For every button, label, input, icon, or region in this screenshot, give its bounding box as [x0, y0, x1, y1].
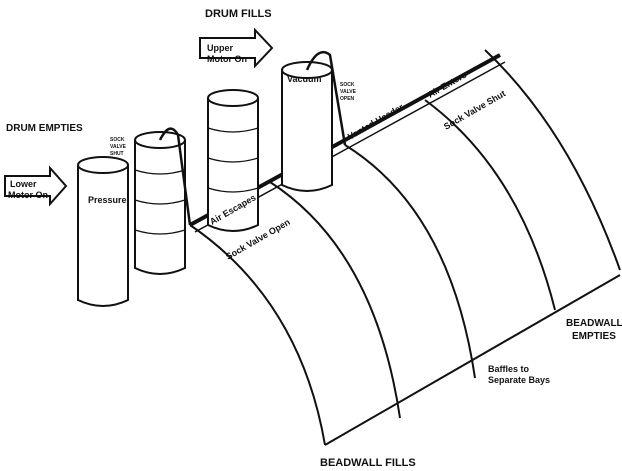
lower-motor-arrow: [4, 165, 68, 207]
panel-edge-1: [189, 224, 326, 446]
label-sock-valve-shut-small-3: SHUT: [110, 151, 124, 157]
panel-edge-3: [344, 144, 476, 379]
label-upper-motor-1: Upper: [207, 43, 234, 53]
drum-upper-2-top: [207, 89, 259, 107]
drum-lower-2: [134, 140, 186, 275]
drums: [77, 61, 333, 307]
hose-upper: [305, 50, 347, 146]
label-sock-valve-shut: Sock Valve Shut: [442, 88, 507, 131]
drum-vacuum: [281, 70, 333, 192]
panel-bottom-rail: [324, 274, 621, 446]
drum-pressure: [77, 165, 129, 307]
label-sock-valve-shut-small-2: VALVE: [110, 144, 127, 150]
label-baffles-1: Baffles to: [488, 364, 530, 374]
label-lower-motor-2: Motor On: [8, 190, 48, 200]
panel-edge-2: [269, 181, 401, 419]
label-baffles-2: Separate Bays: [488, 375, 550, 385]
label-vacuum: Vacuum: [287, 74, 322, 84]
label-sock-valve-open-small-3: OPEN: [340, 96, 355, 102]
label-sock-valve-open-small-2: VALVE: [340, 89, 357, 95]
panel-edge-5: [484, 49, 621, 271]
upper-motor-arrow: [199, 27, 274, 69]
label-lower-motor-1: Lower: [10, 179, 37, 189]
label-beadwall-empties-2: EMPTIES: [572, 331, 616, 342]
label-upper-motor-2: Motor On: [207, 54, 247, 64]
label-beadwall-empties-1: BEADWALL: [566, 318, 622, 329]
title-beadwall-fills: BEADWALL FILLS: [320, 457, 416, 469]
drum-ribs-1: [134, 169, 186, 235]
label-air-enters: Air Enters: [426, 70, 468, 100]
drum-pressure-top: [77, 156, 129, 174]
label-pressure: Pressure: [88, 195, 127, 205]
label-drum-empties: DRUM EMPTIES: [6, 123, 83, 134]
drum-ribs-2: [207, 127, 259, 193]
hose-lower: [158, 127, 192, 226]
title-drum-fills: DRUM FILLS: [205, 8, 272, 20]
label-sock-valve-open-small-1: SOCK: [340, 82, 355, 88]
label-sock-valve-shut-small-1: SOCK: [110, 137, 125, 143]
panel-edge-4: [424, 99, 556, 311]
